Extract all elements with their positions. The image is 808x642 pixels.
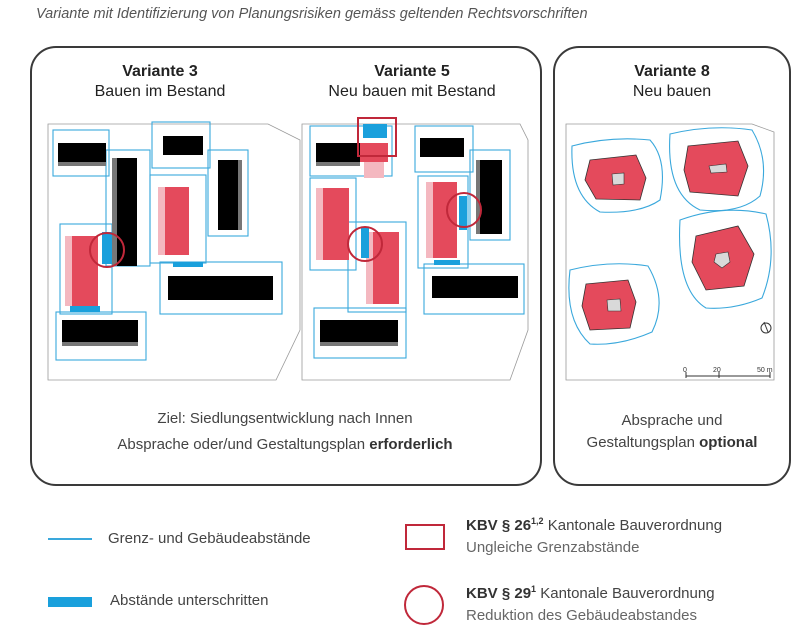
left-panel-footer: Ziel: Siedlungsentwicklung nach Innen Ab…	[50, 408, 520, 456]
scale-bar: 0 20 50 m	[683, 367, 773, 378]
left-footer-line1: Ziel: Siedlungsentwicklung nach Innen	[157, 410, 413, 427]
scale-label-50: 50 m	[757, 367, 773, 374]
legend-kbv29-sup: 1	[531, 584, 537, 594]
variant-3-title: Variante 3 Bauen im Bestand	[60, 62, 260, 102]
scale-label-20: 20	[713, 367, 721, 374]
legend-kbv26-name: Kantonale Bauverordnung	[547, 517, 723, 534]
legend-kbv26-desc: Ungleiche Grenzabstände	[466, 539, 640, 556]
legend-square-swatch	[405, 524, 445, 550]
legend-kbv26-sup: 1,2	[531, 516, 544, 526]
legend-kbv26-title: KBV § 261,2 Kantonale Bauverordnung	[466, 516, 722, 534]
left-footer-emphasis: erforderlich	[369, 436, 453, 453]
variant-8-name: Variante 8	[634, 63, 710, 80]
legend-circle-swatch	[404, 585, 444, 625]
scale-label-0: 0	[683, 367, 687, 374]
north-arrow-icon	[760, 321, 772, 334]
variant-8-plan: 0 20 50 m	[565, 123, 775, 381]
legend-kbv29-desc: Reduktion des Gebäudeabstandes	[466, 607, 698, 624]
left-footer-line2: Absprache oder/und Gestaltungsplan erfor…	[50, 434, 520, 456]
left-footer-text: Absprache oder/und Gestaltungsplan	[117, 436, 366, 453]
figure-caption: Variante mit Identifizierung von Planung…	[36, 6, 588, 22]
legend-fill-swatch	[48, 597, 92, 607]
right-footer-line2: Gestaltungsplan optional	[555, 432, 789, 454]
right-footer-emphasis: optional	[699, 434, 758, 451]
legend-kbv29-code: KBV § 29	[466, 585, 532, 602]
legend-kbv29-name: Kantonale Bauverordnung	[540, 585, 715, 602]
variant-5-plan	[301, 117, 529, 381]
variant-5-subtitle: Neu bauen mit Bestand	[328, 83, 496, 100]
variant-5-name: Variante 5	[374, 63, 450, 80]
legend-kbv26-code: KBV § 26	[466, 517, 532, 534]
variant-3-name: Variante 3	[122, 63, 198, 80]
variant-8-title: Variante 8 Neu bauen	[572, 62, 772, 102]
right-panel-footer: Absprache und Gestaltungsplan optional	[555, 410, 789, 454]
variant-3-plan	[47, 121, 301, 381]
right-footer-text: Gestaltungsplan	[586, 434, 695, 451]
variant-3-subtitle: Bauen im Bestand	[94, 83, 226, 100]
legend-line-label: Grenz- und Gebäudeabstände	[108, 530, 311, 547]
legend-fill-label: Abstände unterschritten	[110, 592, 269, 609]
legend-kbv29-title: KBV § 291 Kantonale Bauverordnung	[466, 584, 715, 602]
right-footer-line1: Absprache und	[621, 412, 723, 429]
variant-5-title: Variante 5 Neu bauen mit Bestand	[312, 62, 512, 102]
variant-8-subtitle: Neu bauen	[632, 83, 712, 100]
